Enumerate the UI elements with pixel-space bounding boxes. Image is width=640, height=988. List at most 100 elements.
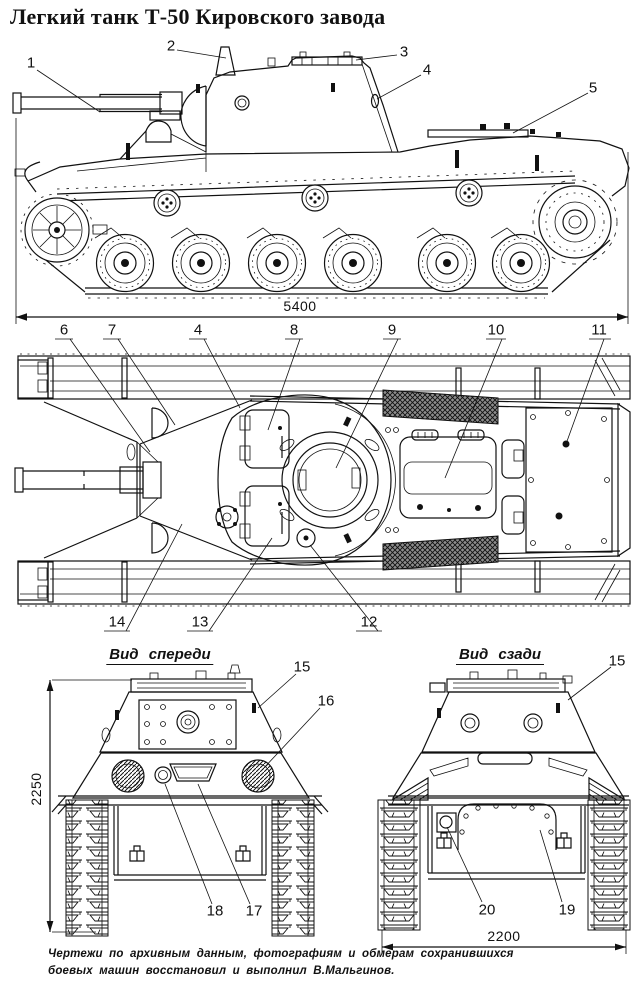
- driver-hatch-plan: [151, 407, 169, 554]
- side-leader-lines: [36, 49, 589, 134]
- page-title: Легкий танк Т-50 Кировского завода: [10, 4, 386, 29]
- callout-20: 20: [478, 901, 496, 919]
- lower-hull-front: [113, 806, 267, 881]
- rear-view-label: Вид сзади: [455, 646, 545, 665]
- fender-post: [535, 155, 539, 171]
- road-wheel: [491, 233, 551, 293]
- lower-hull-rear: [427, 806, 586, 880]
- caption-line-2: боевых машин восстановил и выполнил В.Ма…: [48, 965, 395, 977]
- signal-port: [296, 528, 316, 548]
- fender-post: [126, 143, 130, 160]
- pistol-port-right: [523, 713, 543, 733]
- tow-bracket: [436, 832, 452, 849]
- pistol-port-left: [460, 713, 480, 733]
- gun-barrel-top: [14, 441, 162, 519]
- driver-hood: [145, 120, 172, 143]
- front-leader-lines: [164, 673, 321, 905]
- turret-rear: [421, 669, 596, 753]
- turret-top-hatch: [291, 51, 363, 66]
- turret-front-plate: [138, 699, 237, 750]
- dimension-width: [381, 930, 627, 954]
- turret-ring: [279, 431, 380, 529]
- gun-collar: [159, 91, 183, 115]
- callout-9: 9: [387, 321, 397, 339]
- return-roller: [153, 189, 181, 217]
- mud-flap-left: [389, 776, 429, 801]
- turret-side: [196, 46, 399, 153]
- callout-4b: 4: [193, 321, 203, 339]
- rear-view: [377, 666, 631, 954]
- rear-leader-lines: [446, 666, 612, 903]
- callout-4: 4: [422, 61, 432, 79]
- dimension-length: [15, 118, 629, 324]
- tow-hook: [14, 168, 26, 177]
- callout-10: 10: [487, 321, 505, 339]
- callout-14: 14: [108, 613, 126, 631]
- tool-stowage: [427, 129, 529, 138]
- track-ground-run: [85, 287, 548, 295]
- track-front-right: [271, 799, 315, 937]
- callout-5: 5: [588, 79, 598, 97]
- side-view: [12, 46, 630, 299]
- road-wheel: [417, 233, 477, 293]
- callout-6: 6: [59, 321, 69, 339]
- mud-flap-right: [588, 776, 628, 801]
- callout-17: 17: [245, 902, 263, 920]
- crew-hatch-upper: [239, 409, 290, 469]
- callout-11: 11: [591, 321, 607, 339]
- dimension-length-label: 5400: [283, 298, 317, 314]
- pistol-port: [234, 95, 250, 111]
- callout-2: 2: [166, 37, 176, 55]
- hull-plan: [14, 395, 631, 565]
- gun-mantlet-side: [180, 85, 207, 147]
- gun-barrel-side: [12, 92, 181, 121]
- dimension-width-label: 2200: [487, 928, 521, 944]
- vision-slit: [331, 83, 335, 92]
- idler-wheel: [20, 193, 108, 267]
- caption-line-1: Чертежи по архивным данным, фотографиям …: [48, 948, 514, 960]
- callout-16: 16: [317, 692, 335, 710]
- siren: [154, 766, 172, 784]
- callout-15-front: 15: [293, 658, 311, 676]
- antenna-base: [229, 664, 241, 674]
- turret-front: [99, 664, 283, 753]
- road-wheel: [323, 233, 383, 293]
- suspension-arms: [94, 227, 520, 239]
- engine-grille-bottom: [382, 535, 499, 571]
- callout-19: 19: [558, 901, 576, 919]
- road-wheel: [247, 233, 307, 293]
- vision-slit: [437, 708, 441, 718]
- tow-bracket: [235, 845, 251, 862]
- track-band-bottom: [17, 560, 631, 607]
- return-roller: [455, 179, 483, 207]
- headlight-left: [111, 759, 145, 793]
- callout-13: 13: [191, 613, 209, 631]
- hull-rear: [388, 752, 629, 880]
- engine-grille-top: [382, 389, 499, 425]
- vision-slit: [556, 703, 560, 713]
- tow-bracket: [556, 832, 572, 849]
- turret-plan: [217, 394, 396, 566]
- rear-deck-plate: [525, 407, 613, 553]
- callout-8: 8: [289, 321, 299, 339]
- engine-hatch: [399, 429, 497, 519]
- track-band-top: [17, 353, 631, 400]
- front-view: [46, 664, 329, 937]
- tow-bracket: [129, 845, 145, 862]
- track-rear-left: [377, 799, 421, 931]
- vision-slit: [252, 703, 256, 713]
- track-rear-right: [587, 799, 631, 931]
- driver-visor: [169, 763, 217, 782]
- hull-side: [14, 120, 630, 197]
- antenna-mount: [215, 46, 236, 76]
- road-wheel: [171, 233, 231, 293]
- crew-hatch-lower: [239, 485, 290, 547]
- hand-wheel: [215, 505, 239, 529]
- callout-1: 1: [26, 54, 36, 72]
- engine-deck-plan: [382, 389, 613, 571]
- callout-18: 18: [206, 902, 224, 920]
- periscope: [267, 57, 276, 67]
- side-port: [370, 93, 380, 109]
